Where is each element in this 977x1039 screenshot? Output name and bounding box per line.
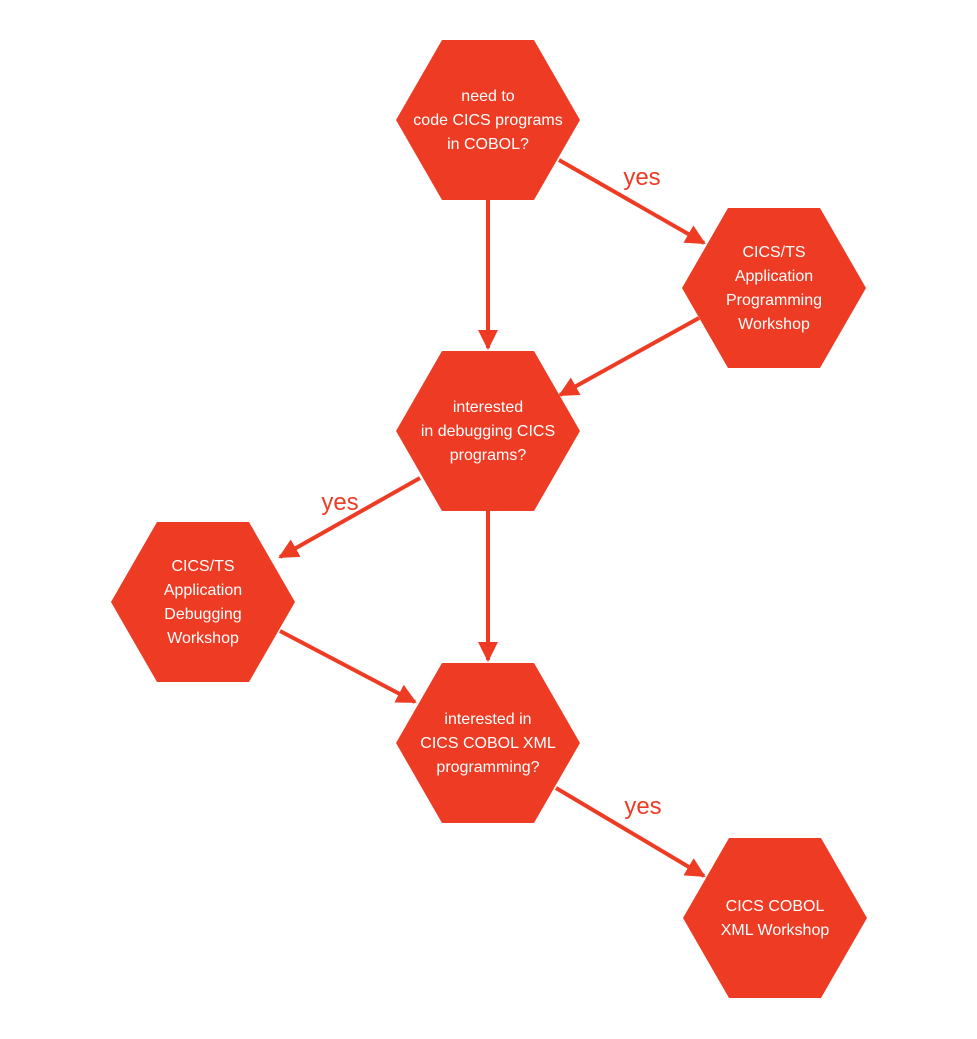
edge-label-q-debugging-to-w-app-debugging: yes xyxy=(321,489,358,516)
edge-w-app-programming-to-q-debugging xyxy=(558,316,700,397)
node-label-line: code CICS programs xyxy=(413,112,562,129)
edge-w-app-debugging-to-q-xml xyxy=(279,629,417,704)
node-q-code-cics: need to code CICS programs in COBOL? xyxy=(396,40,580,200)
node-label-line: CICS COBOL XML xyxy=(420,735,556,752)
node-label-line: Debugging xyxy=(164,606,241,623)
node-label-line: CICS COBOL xyxy=(726,898,825,915)
node-label-line: programming? xyxy=(436,759,539,776)
node-label-line: CICS/TS xyxy=(742,244,805,261)
node-label-line: CICS/TS xyxy=(171,558,234,575)
node-label-line: Application xyxy=(735,268,813,285)
edge-q-debugging-to-w-app-debugging xyxy=(278,476,421,559)
node-label-line: need to xyxy=(461,88,514,105)
edge-label-q-xml-to-w-xml: yes xyxy=(624,793,661,820)
hexagon-shape xyxy=(111,522,295,682)
hexagon-shape xyxy=(683,838,867,998)
node-q-xml: interested in CICS COBOL XML programming? xyxy=(396,663,580,823)
hexagon-shape xyxy=(396,351,580,511)
node-label-line: Application xyxy=(164,582,242,599)
edge-q-xml-to-w-xml xyxy=(554,786,706,878)
node-w-xml: CICS COBOL XML Workshop xyxy=(683,838,867,998)
hexagon-shape xyxy=(396,40,580,200)
node-label-line: interested xyxy=(453,399,523,416)
node-label-line: interested in xyxy=(444,711,531,728)
hexagon-shape xyxy=(682,208,866,368)
node-label-line: Workshop xyxy=(167,630,239,647)
node-label-line: programs? xyxy=(450,447,527,464)
edges-layer: yes yes yes xyxy=(278,158,706,878)
node-q-debugging: interested in debugging CICS programs? xyxy=(396,351,580,511)
node-label-line: Workshop xyxy=(738,316,810,333)
edge-q-code-cics-to-w-app-programming xyxy=(558,158,706,245)
node-label-line: Programming xyxy=(726,292,822,309)
hexagon-shape xyxy=(396,663,580,823)
edge-label-q-code-cics-to-w-app-programming: yes xyxy=(623,164,660,191)
nodes-layer: need to code CICS programs in COBOL? CICS/T… xyxy=(111,40,867,998)
node-label-line: XML Workshop xyxy=(721,922,830,939)
node-label-line: in COBOL? xyxy=(447,136,529,153)
node-label-line: in debugging CICS xyxy=(421,423,555,440)
